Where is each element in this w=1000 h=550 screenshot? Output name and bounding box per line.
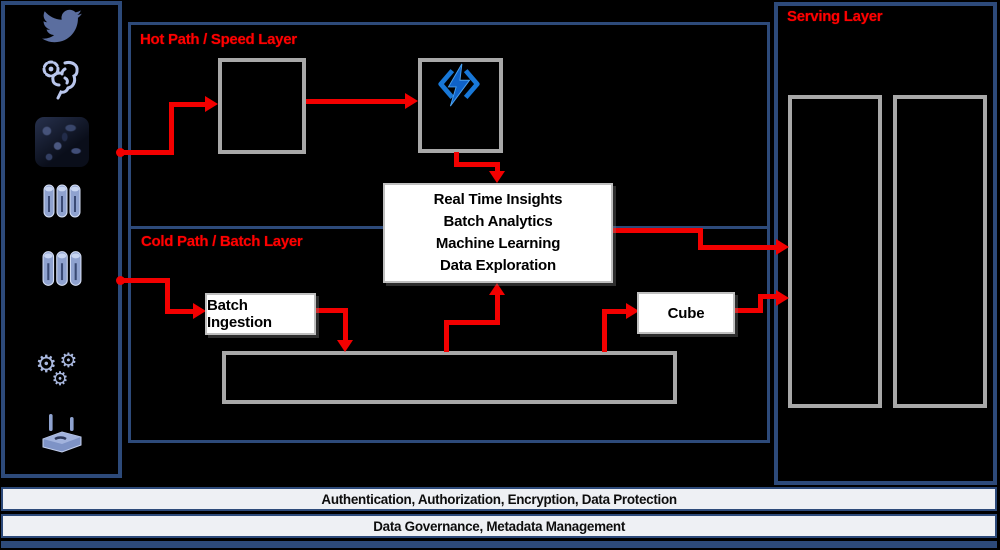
flow-arrow	[454, 162, 500, 167]
insights-box: Real Time Insights Batch Analytics Machi…	[383, 183, 613, 283]
arrowhead-icon	[489, 283, 505, 295]
flow-arrow	[602, 309, 628, 314]
hot-path-title: Hot Path / Speed Layer	[140, 31, 297, 48]
flow-arrow	[602, 311, 607, 352]
flow-arrow	[495, 162, 500, 173]
flow-arrow	[495, 293, 500, 323]
flow-arrow	[758, 294, 763, 313]
ai-brain-icon-svg	[42, 60, 79, 100]
flow-arrow	[169, 102, 207, 107]
flow-arrow	[698, 228, 703, 250]
database-icon-svg	[42, 250, 81, 286]
stream-analytics-icon-svg	[438, 63, 480, 107]
cube-box: Cube	[637, 292, 735, 334]
insights-line: Batch Analytics	[443, 213, 553, 230]
database-icon-svg	[43, 184, 80, 218]
flow-arrow	[120, 278, 170, 283]
insights-line: Real Time Insights	[433, 191, 563, 208]
data-sources-panel	[1, 1, 122, 478]
twitter-icon	[1, 6, 122, 46]
arrowhead-icon	[776, 290, 789, 306]
flow-arrow	[165, 309, 195, 314]
serving-store-box	[788, 95, 882, 408]
security-bar-label: Authentication, Authorization, Encryptio…	[321, 491, 677, 507]
database-icon	[1, 183, 122, 219]
ai-brain-icon	[1, 56, 122, 104]
insights-text: Real Time Insights Batch Analytics Machi…	[434, 189, 563, 277]
stream-ingestion-box	[218, 58, 306, 154]
cold-path-title: Cold Path / Batch Layer	[141, 233, 303, 250]
serving-store-box	[893, 95, 987, 408]
flow-arrow	[316, 308, 348, 313]
arrowhead-icon	[776, 239, 789, 255]
serving-layer-title: Serving Layer	[787, 8, 883, 25]
data-lake-box	[222, 351, 677, 404]
flow-arrow	[444, 320, 500, 325]
flow-arrow	[698, 245, 778, 250]
cube-label: Cube	[667, 304, 705, 322]
governance-bar-label: Data Governance, Metadata Management	[373, 518, 625, 534]
flow-arrow	[343, 308, 348, 342]
twitter-icon-svg	[41, 9, 82, 43]
flow-arrow	[169, 102, 174, 155]
insights-line: Data Exploration	[439, 257, 556, 274]
flow-arrow	[306, 99, 406, 104]
flow-arrow	[444, 320, 449, 352]
governance-bar: Data Governance, Metadata Management	[1, 514, 997, 538]
flow-arrow	[758, 294, 778, 299]
flow-arrow	[612, 228, 703, 233]
flow-arrow	[735, 308, 763, 313]
gears-icon: ⚙ ⚙ ⚙	[1, 350, 122, 396]
batch-ingestion-box: Batch Ingestion	[205, 293, 316, 335]
arrowhead-icon	[489, 171, 505, 183]
arrowhead-icon	[205, 96, 218, 112]
database-icon	[1, 249, 122, 287]
iot-device-icon	[1, 412, 122, 456]
flow-arrow	[454, 152, 459, 167]
machinery-image	[1, 116, 122, 168]
machinery-photo	[34, 117, 89, 167]
flow-arrow	[120, 150, 174, 155]
arrowhead-icon	[337, 340, 353, 352]
arrowhead-icon	[626, 303, 639, 319]
flow-arrow	[165, 278, 170, 314]
security-bar: Authentication, Authorization, Encryptio…	[1, 487, 997, 511]
arrowhead-icon	[405, 93, 418, 109]
stream-analytics-icon	[434, 62, 484, 113]
arrowhead-icon	[193, 303, 206, 319]
bottom-border-strip	[1, 541, 997, 548]
iot-device-icon-svg	[42, 414, 81, 453]
insights-line: Machine Learning	[435, 235, 561, 252]
gears-cluster: ⚙ ⚙ ⚙	[35, 348, 78, 390]
batch-ingestion-label: Batch Ingestion	[207, 297, 272, 331]
